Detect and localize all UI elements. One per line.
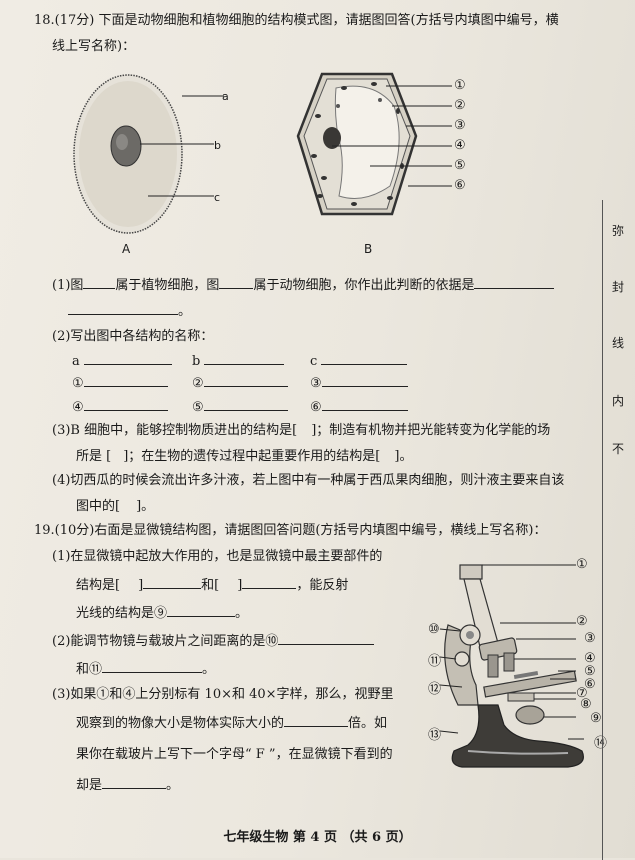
- mic-label-11: ⑪: [428, 654, 442, 669]
- diaphragm: [507, 692, 535, 702]
- label-1: ①: [454, 78, 466, 93]
- answer-blank[interactable]: [219, 276, 254, 289]
- figure-b-caption: B: [364, 242, 373, 256]
- mic-label-7: ⑦: [576, 686, 588, 701]
- mic-label-2: ②: [576, 614, 588, 629]
- plant-cell-diagram: [296, 72, 452, 216]
- q18-part1-cont: 。: [68, 302, 191, 320]
- margin-char: 线: [612, 336, 625, 350]
- name-row-2b: ②: [192, 374, 288, 392]
- mic-label-1: ①: [576, 557, 588, 572]
- mic-label-3: ③: [584, 631, 596, 646]
- mirror: [515, 705, 545, 725]
- label-a: a: [222, 90, 229, 103]
- answer-blank[interactable]: [321, 352, 408, 365]
- microscope-diagram: [439, 564, 584, 768]
- mic-label-10: ⑩: [428, 622, 440, 637]
- label-5: ⑤: [454, 158, 466, 173]
- label-2: ②: [454, 98, 466, 113]
- name-row-1c: c: [310, 352, 408, 370]
- objective: [487, 654, 499, 678]
- answer-blank[interactable]: [83, 352, 172, 365]
- mic-label-13: ⑬: [428, 728, 442, 743]
- name-row-2: ①: [72, 374, 168, 392]
- name-row-2c: ③: [310, 374, 408, 392]
- q19-part1: (1)在显微镜中起放大作用的，也是显微镜中最主要部件的: [52, 549, 383, 564]
- mic-label-12: ⑫: [428, 682, 442, 697]
- name-row-1b: b: [192, 352, 285, 370]
- q19-part3: (3)如果①和④上分别标有 10×和 40×字样，那么，视野里: [52, 687, 394, 702]
- label-c: c: [214, 191, 221, 204]
- q18-header: 18.(17分) 下面是动物细胞和植物细胞的结构模式图，请据图回答(方括号内填图…: [34, 13, 559, 28]
- vacuole: [334, 85, 400, 199]
- label-6: ⑥: [454, 178, 466, 193]
- answer-blank[interactable]: [204, 352, 285, 365]
- q19-header: 19.(10分)右面是显微镜结构图，请据图回答问题(方括号内填图中编号，横线上写…: [34, 523, 547, 538]
- q18-part4-cont: 图中的[]。: [76, 499, 155, 514]
- name-row-3c: ⑥: [310, 398, 408, 416]
- q19-part3-cont3: 却是。: [76, 776, 180, 793]
- name-row-3: ④: [72, 398, 168, 416]
- answer-blank[interactable]: [143, 576, 202, 589]
- answer-blank[interactable]: [321, 398, 408, 411]
- q19-part3-cont: 观察到的物像大小是物体实际大小的倍。如: [76, 714, 388, 731]
- q18-part1: (1)图属于植物细胞，图属于动物细胞，你作出此判断的依据是: [52, 276, 555, 294]
- q18-part3: (3)B 细胞中，能够控制物质进出的结构是[]；制造有机物并把光能转变为化学能的…: [52, 423, 551, 438]
- answer-blank[interactable]: [102, 776, 167, 789]
- mic-label-9: ⑨: [590, 711, 602, 726]
- name-row-3b: ⑤: [192, 398, 288, 416]
- answer-blank[interactable]: [83, 398, 168, 411]
- label-3: ③: [454, 118, 466, 133]
- label-4: ④: [454, 138, 466, 153]
- margin-char: 封: [612, 280, 625, 294]
- q19-part2-cont: 和⑪。: [76, 660, 216, 677]
- q19-part3-cont2: 果你在载玻片上写下一个字母“ F ”，在显微镜下看到的: [76, 747, 393, 762]
- answer-blank[interactable]: [83, 374, 168, 387]
- page-footer: 七年级生物 第 4 页 （共 6 页）: [223, 830, 412, 845]
- q18-part2: (2)写出图中各结构的名称：: [52, 329, 214, 344]
- seal-line: [602, 200, 603, 860]
- answer-blank[interactable]: [68, 302, 178, 315]
- q18-part3-cont: 所是 []；在生物的遗传过程中起重要作用的结构是[]。: [76, 449, 413, 464]
- margin-char: 内: [612, 394, 625, 408]
- fine-adjustment: [454, 651, 470, 667]
- stage: [483, 670, 577, 698]
- figure-a-caption: A: [122, 242, 131, 256]
- answer-blank[interactable]: [242, 576, 297, 589]
- answer-blank[interactable]: [321, 374, 408, 387]
- mic-label-14: ⑭: [594, 736, 608, 751]
- q19-part1-cont: 结构是[]和[]，能反射: [76, 576, 349, 593]
- answer-blank[interactable]: [83, 276, 116, 289]
- margin-char: 弥: [612, 224, 625, 238]
- answer-blank[interactable]: [203, 374, 288, 387]
- mic-label-8: ⑧: [580, 697, 592, 712]
- answer-blank[interactable]: [474, 276, 555, 289]
- mic-label-5: ⑤: [584, 664, 596, 679]
- answer-blank[interactable]: [284, 714, 349, 727]
- answer-blank[interactable]: [167, 604, 236, 617]
- mic-label-6: ⑥: [584, 677, 596, 692]
- answer-blank[interactable]: [278, 632, 375, 645]
- name-row-1: a: [72, 352, 172, 370]
- q19-part1-cont2: 光线的结构是⑨。: [76, 604, 249, 621]
- mic-label-4: ④: [584, 651, 596, 666]
- animal-cell-diagram: [73, 74, 224, 234]
- answer-blank[interactable]: [102, 660, 203, 673]
- eyepiece: [459, 564, 483, 580]
- margin-char: 不: [612, 442, 625, 456]
- nucleus-plant: [323, 127, 341, 149]
- q18-header-cont: 线上写名称)：: [52, 39, 136, 54]
- label-b: b: [214, 139, 221, 152]
- q19-part2: (2)能调节物镜与载玻片之间距离的是⑩: [52, 632, 375, 650]
- answer-blank[interactable]: [203, 398, 288, 411]
- q18-part4: (4)切西瓜的时候会流出许多汁液，若上图中有一种属于西瓜果肉细胞，则汁液主要来自…: [52, 473, 565, 488]
